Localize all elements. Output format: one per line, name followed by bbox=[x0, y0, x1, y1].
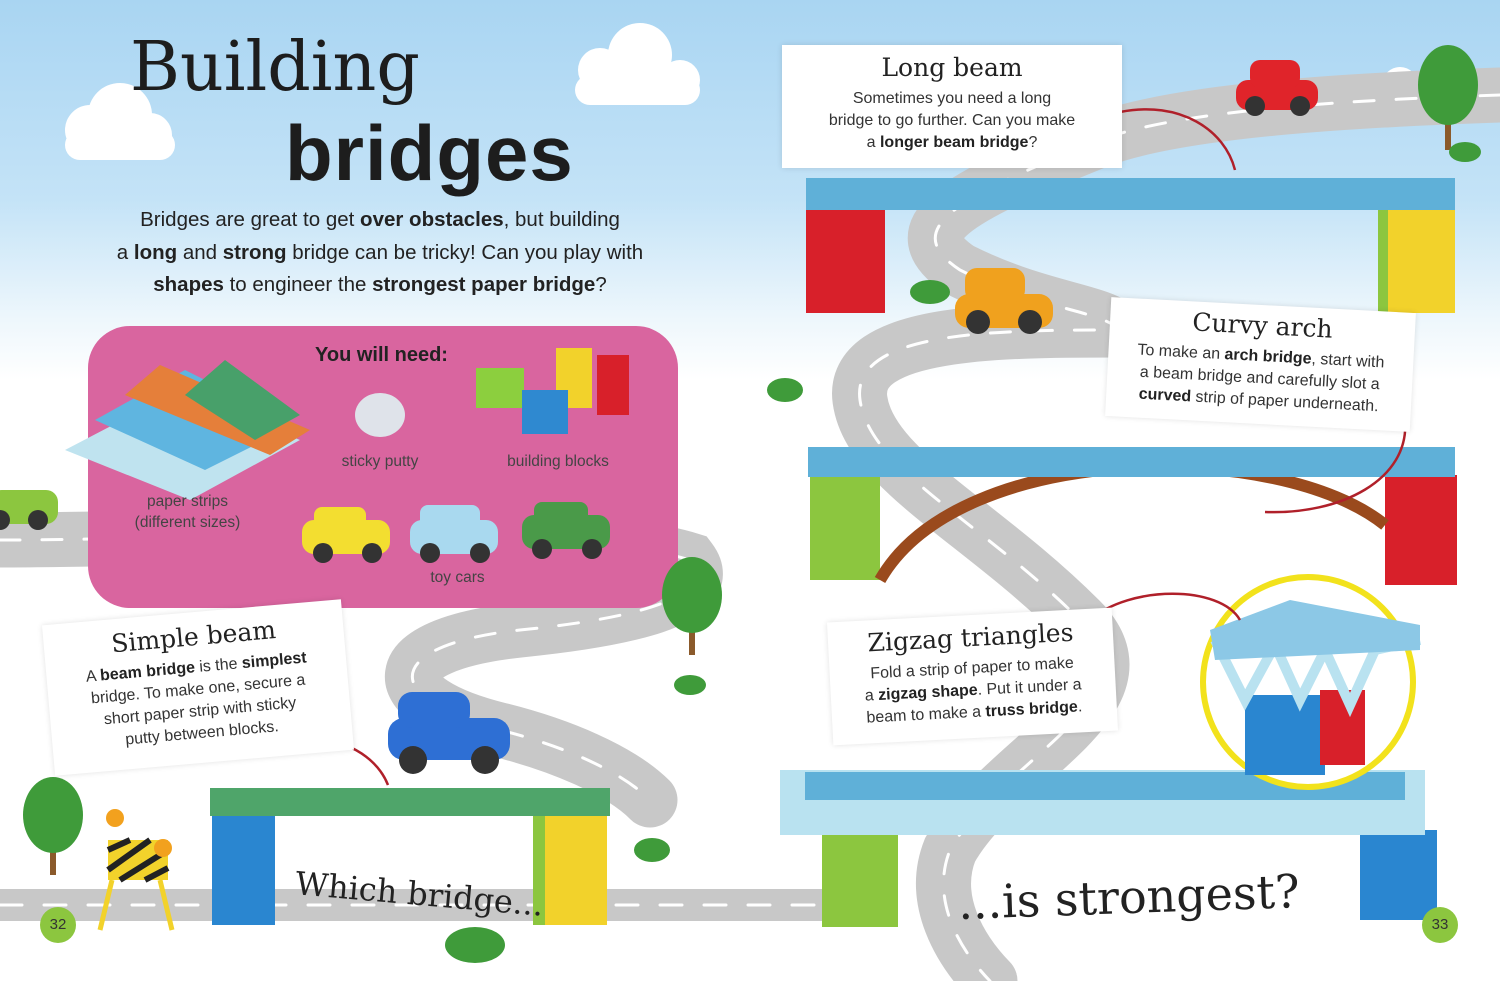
text-segment: to engineer the bbox=[223, 273, 373, 296]
tree-icon bbox=[1418, 45, 1478, 150]
text-line: Sometimes you need a long bbox=[782, 88, 1122, 110]
text-segment: . bbox=[1077, 698, 1083, 716]
intro-paragraph: Bridges are great to get over obstacles,… bbox=[60, 204, 700, 302]
emphasis-text: strong bbox=[222, 240, 287, 264]
sticky-putty-label: sticky putty bbox=[341, 453, 419, 470]
text-line: Bridges are great to get over obstacles,… bbox=[60, 204, 700, 237]
cloud-icon bbox=[65, 83, 175, 160]
yellow-car-icon bbox=[302, 507, 390, 563]
text-segment: and bbox=[177, 240, 223, 264]
text-segment: , but building bbox=[503, 208, 620, 231]
cloud-icon bbox=[575, 23, 700, 105]
title-line-2: bridges bbox=[285, 109, 574, 197]
card-title: Long beam bbox=[881, 53, 1023, 82]
text-segment: ? bbox=[1028, 134, 1038, 151]
text-segment: a bbox=[116, 240, 134, 264]
emphasis-text: longer beam bridge bbox=[879, 134, 1029, 151]
blue-car-icon bbox=[410, 505, 498, 563]
tree-icon bbox=[23, 777, 83, 875]
long-beam-card: Long beam Sometimes you need a long bridg… bbox=[782, 45, 1122, 168]
zigzag-triangles-card: Zigzag triangles Fold a strip of paper t… bbox=[826, 607, 1119, 746]
simple-beam-bridge-model bbox=[210, 788, 610, 925]
text-segment: A bbox=[85, 667, 101, 686]
roadwork-barrier-icon bbox=[97, 809, 175, 931]
text-segment: . Put it under a bbox=[977, 676, 1083, 699]
text-segment: , start with bbox=[1311, 350, 1385, 372]
text-segment: Bridges are great to get bbox=[140, 208, 361, 231]
long-beam-bridge-model bbox=[806, 178, 1455, 313]
text-line: a long and strong bridge can be tricky! … bbox=[60, 237, 700, 270]
paper-strips-image bbox=[65, 360, 310, 500]
orange-car-icon bbox=[955, 268, 1053, 334]
building-blocks-label: building blocks bbox=[507, 453, 609, 470]
emphasis-text: truss bridge bbox=[985, 698, 1079, 721]
emphasis-text: arch bridge bbox=[1224, 346, 1312, 368]
text-segment: ? bbox=[595, 273, 607, 296]
emphasis-text: curved bbox=[1138, 385, 1192, 406]
text-line: bridge to go further. Can you make bbox=[782, 110, 1122, 132]
emphasis-text: zigzag shape bbox=[877, 681, 979, 704]
trees bbox=[23, 45, 1481, 963]
sticky-putty-image bbox=[355, 393, 405, 437]
text-line: a longer beam bridge? bbox=[782, 132, 1122, 154]
emphasis-text: strongest paper bridge bbox=[372, 273, 596, 296]
blue-car-road-icon bbox=[388, 692, 510, 774]
card-body: Sometimes you need a long bridge to go fu… bbox=[782, 88, 1122, 154]
text-segment: beam to make a bbox=[866, 703, 986, 727]
page-number-left: 32 bbox=[40, 907, 76, 943]
arrow-icon bbox=[1264, 419, 1407, 514]
text-segment: a bbox=[864, 686, 879, 705]
paper-strips-label: paper strips bbox=[147, 493, 228, 510]
simple-beam-card: Simple beam A beam bridge is the simples… bbox=[41, 599, 355, 776]
you-will-need-heading: You will need: bbox=[315, 344, 448, 366]
page-number-right: 33 bbox=[1422, 907, 1458, 943]
green-car-icon bbox=[522, 502, 610, 559]
text-segment: a bbox=[866, 134, 880, 151]
curvy-arch-card: Curvy arch To make an arch bridge, start… bbox=[1105, 297, 1416, 432]
emphasis-text: long bbox=[133, 240, 178, 264]
text-segment: bridge can be tricky! Can you play with bbox=[286, 240, 644, 264]
green-car-left-icon bbox=[0, 490, 58, 530]
emphasis-text: over obstacles bbox=[360, 208, 504, 231]
title-line-1: Building bbox=[130, 28, 420, 107]
text-segment: bridge to go further. Can you make bbox=[828, 112, 1076, 129]
arrow-icon bbox=[1119, 108, 1237, 171]
zigzag-truss-bridge-model bbox=[780, 574, 1437, 927]
building-blocks-image bbox=[476, 348, 629, 434]
text-line: shapes to engineer the strongest paper b… bbox=[60, 269, 700, 302]
toy-cars-label: toy cars bbox=[430, 569, 485, 586]
curvy-arch-bridge-model bbox=[808, 447, 1457, 585]
text-segment: is the bbox=[194, 655, 243, 677]
text-segment: To make an bbox=[1137, 341, 1225, 364]
red-car-icon bbox=[1236, 60, 1318, 116]
text-segment: Sometimes you need a long bbox=[852, 90, 1052, 107]
toy-cars-image bbox=[302, 502, 610, 563]
emphasis-text: shapes bbox=[153, 273, 224, 296]
emphasis-text: simplest bbox=[241, 649, 308, 673]
paper-strips-note: (different sizes) bbox=[134, 514, 241, 531]
tree-icon bbox=[662, 557, 722, 655]
